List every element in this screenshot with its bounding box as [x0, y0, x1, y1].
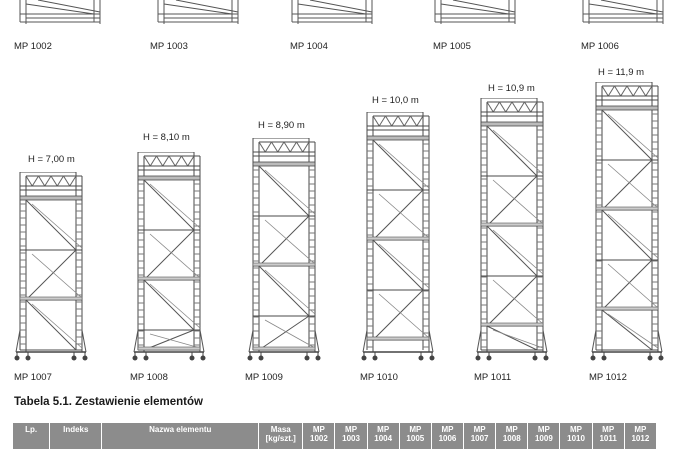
tower-model-label: MP 1009	[245, 372, 283, 383]
table-header-cell: Lp.	[11, 422, 51, 450]
table-header-cell: MP 1005	[398, 422, 432, 450]
table-header-cell: MP 1004	[366, 422, 400, 450]
top-tower-label: MP 1003	[150, 41, 188, 52]
table-header-cell: MP 1009	[527, 422, 561, 450]
tower-height-label: H = 8,10 m	[143, 132, 190, 143]
top-row-tower-bases	[19, 0, 664, 24]
table-header-cell: MP 1007	[463, 422, 497, 450]
table-caption: Tabela 5.1. Zestawienie elementów	[14, 396, 203, 408]
table-header-cell: MP 1002	[302, 422, 336, 450]
top-tower-label: MP 1002	[14, 41, 52, 52]
table-header-cell: Masa [kg/szt.]	[258, 422, 304, 450]
scaffold-tower-drawing	[132, 152, 206, 361]
tower-height-label: H = 10,0 m	[372, 95, 419, 106]
tower-model-label: MP 1007	[14, 372, 52, 383]
top-tower-label: MP 1006	[581, 41, 619, 52]
scaffold-tower-drawing	[475, 98, 549, 361]
table-header-cell: MP 1006	[430, 422, 465, 450]
scaffold-tower-drawing	[14, 172, 88, 361]
tower-height-label: H = 8,90 m	[258, 120, 305, 131]
top-tower-label: MP 1004	[290, 41, 328, 52]
table-header-cell: MP 1012	[623, 422, 658, 450]
tower-model-label: MP 1012	[589, 372, 627, 383]
table-header-cell: MP 1008	[495, 422, 529, 450]
table-header-cell: MP 1011	[591, 422, 625, 450]
tower-model-label: MP 1008	[130, 372, 168, 383]
table-header-cell: Nazwa elementu	[101, 422, 260, 450]
table-header-cell: MP 1010	[559, 422, 593, 450]
scaffold-tower-drawing	[247, 138, 321, 361]
tower-height-label: H = 7,00 m	[28, 154, 75, 165]
top-tower-label: MP 1005	[433, 41, 471, 52]
table-header-cell: Indeks	[49, 422, 103, 450]
tower-height-label: H = 11,9 m	[598, 67, 645, 78]
tower-height-label: H = 10,9 m	[488, 83, 535, 94]
scaffold-tower-drawing	[590, 82, 664, 361]
tower-model-label: MP 1011	[474, 372, 512, 383]
scaffold-tower-drawing	[361, 112, 435, 361]
table-header-cell: MP 1003	[334, 422, 368, 450]
tower-model-label: MP 1010	[360, 372, 398, 383]
